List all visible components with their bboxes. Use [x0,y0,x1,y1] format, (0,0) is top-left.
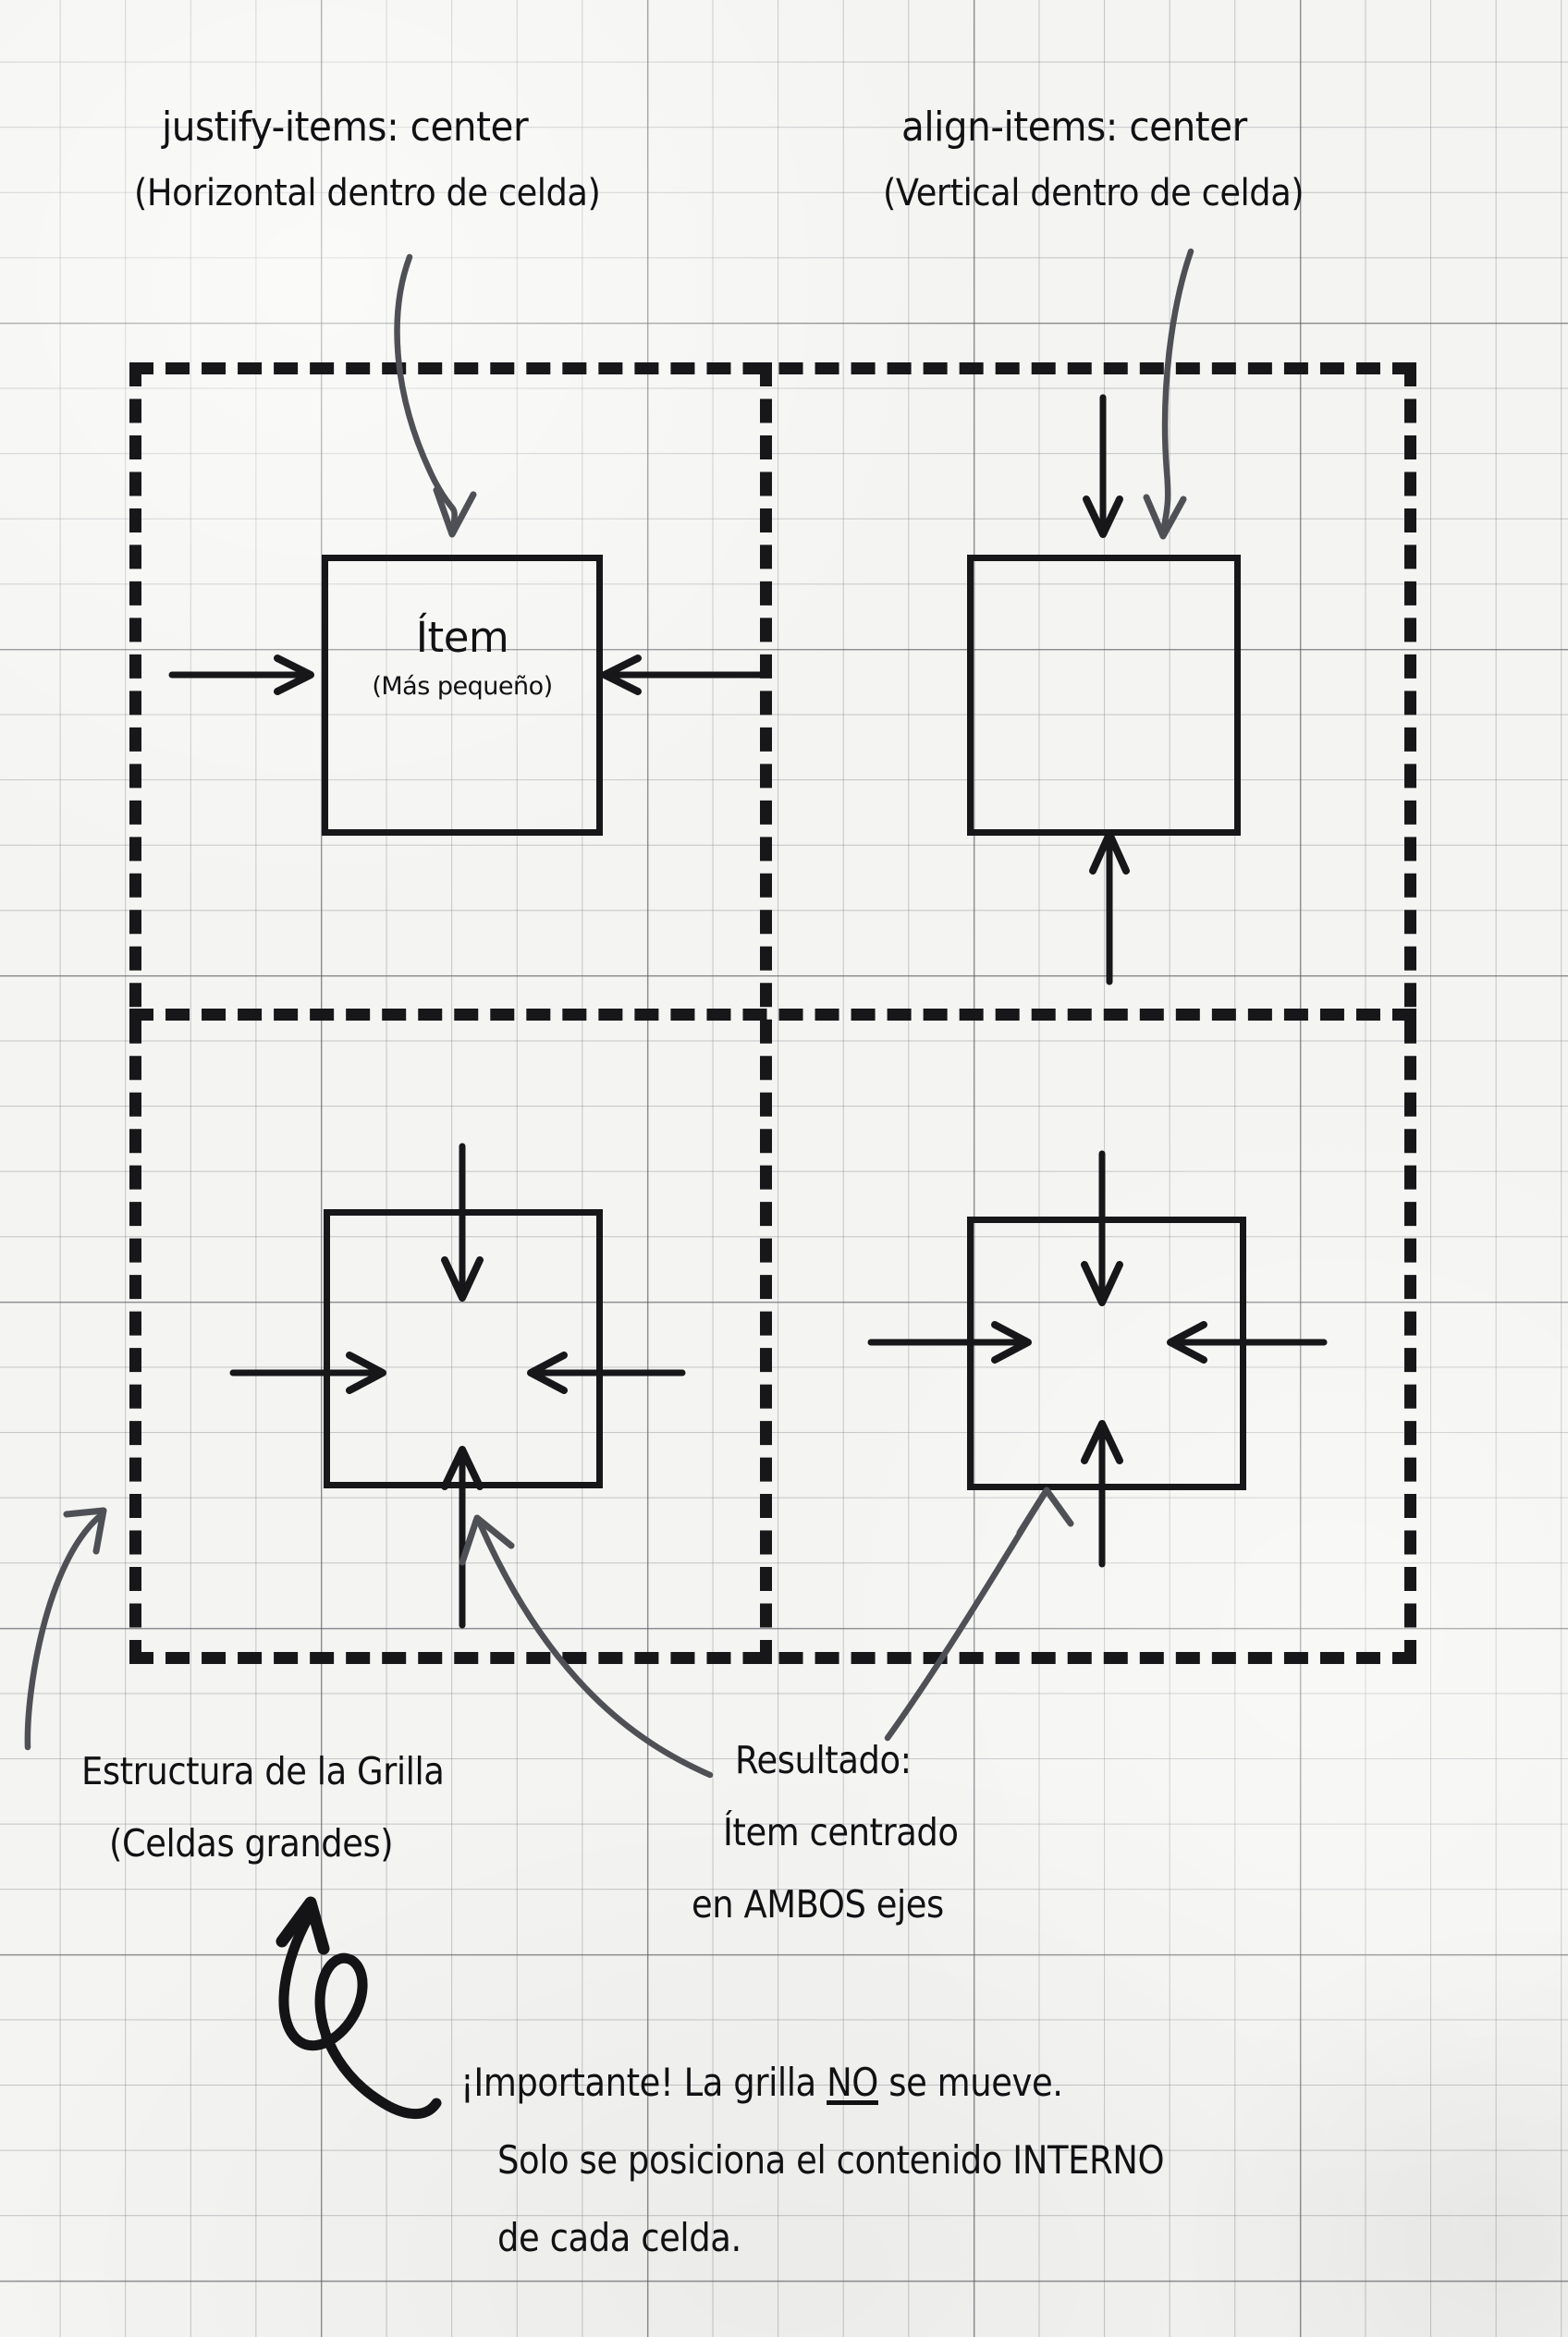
item-box-bottom-left [324,1209,603,1488]
annotation-grid-structure-line1: Estructura de la Grilla [81,1749,445,1793]
subtitle-align-items: (Vertical dentro de celda) [883,172,1305,214]
subtitle-justify-items: (Horizontal dentro de celda) [134,172,601,214]
item-box-top-left-sublabel: (Más pequeño) [372,672,553,701]
footer-line-1-suffix: se mueve. [877,2060,1063,2105]
item-box-bottom-right [967,1217,1246,1490]
grid-border-top [129,362,1416,374]
footer-line-1-emphasis: NO [827,2060,878,2105]
annotation-result-line3: en AMBOS ejes [692,1882,944,1927]
annotation-grid-structure-line2: (Celdas grandes) [109,1821,394,1866]
footer-line-2: Solo se posiciona el contenido INTERNO [497,2137,1165,2183]
grid-structure-outline [129,362,1416,1664]
heading-align-items: align-items: center [901,104,1247,151]
grid-column-divider [760,362,772,1664]
grid-row-divider [129,1009,1416,1021]
heading-justify-items: justify-items: center [162,104,529,151]
squiggle-arrow-icon [276,1896,442,2120]
footer-line-3: de cada celda. [497,2215,741,2260]
annotation-result-line1: Resultado: [735,1738,912,1782]
footer-line-1: ¡Importante! La grilla NO se mueve. [460,2060,1063,2105]
item-box-top-left-label: Ítem [415,613,509,662]
item-box-top-left: Ítem (Más pequeño) [322,555,603,836]
footer-line-1-prefix: ¡Importante! La grilla [460,2060,827,2105]
curved-arrow-icon-structure [24,1507,107,1751]
grid-border-bottom [129,1652,1416,1664]
annotation-result-line2: Ítem centrado [723,1810,959,1854]
item-box-top-right [967,555,1241,836]
